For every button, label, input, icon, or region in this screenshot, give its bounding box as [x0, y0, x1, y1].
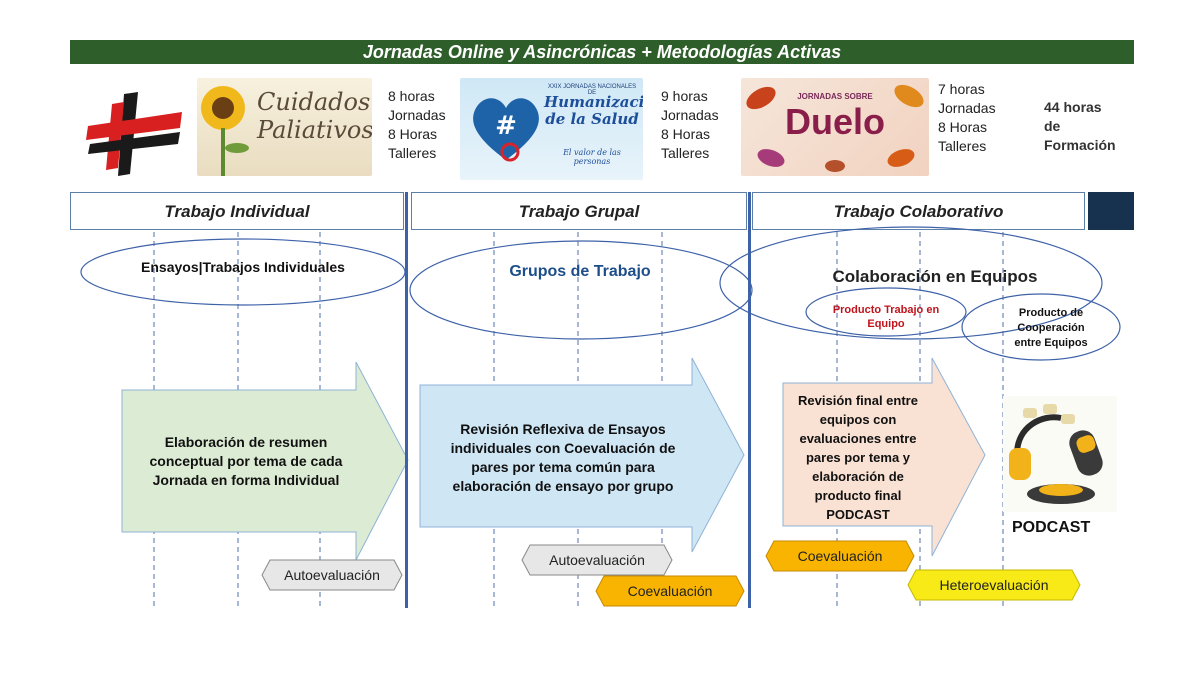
svg-text:#: #: [495, 111, 517, 141]
podcast-label: PODCAST: [1012, 519, 1091, 536]
column-header-individual: Trabajo Individual: [70, 192, 404, 230]
producto-equipo-label: Producto Trabajo en Equipo: [832, 304, 940, 330]
column-header-colaborativo: Trabajo Colaborativo: [752, 192, 1085, 230]
tag-autoevaluacion-1-text: Autoevaluación: [284, 567, 380, 583]
heart-logo-icon: #: [473, 98, 539, 162]
cuidados-paliativos-text: Cuidados Paliativos: [257, 88, 372, 144]
arrow-grupal-text: Revisión Reflexiva de Ensayos individual…: [450, 421, 676, 494]
tag-coevaluacion-1: [595, 575, 745, 607]
tag-heteroevaluacion: [907, 569, 1081, 601]
arrow-individual: [121, 361, 409, 561]
course-2-hours: 9 horas Jornadas 8 Horas Talleres: [661, 88, 719, 161]
duelo-title-text: Duelo: [784, 101, 885, 142]
sunflower-icon: [201, 86, 249, 176]
autumn-leaves-icon: [746, 84, 924, 172]
column-header-grupal: Trabajo Grupal: [411, 192, 747, 230]
arrow-grupal: [419, 357, 745, 553]
tag-autoevaluacion-2: [521, 544, 673, 576]
course-1-hours: 8 horas Jornadas 8 Horas Talleres: [388, 88, 446, 161]
podcast-image: [1003, 396, 1117, 512]
arrow-colaborativo-text: Revisión final entre equipos con evaluac…: [798, 393, 918, 522]
ellipse-colaborativo-label: Colaboración en Equipos: [832, 267, 1038, 286]
tag-coevaluacion-2-text: Coevaluación: [797, 548, 883, 564]
column-divider-2: [748, 192, 751, 608]
total-hours: 44 horas de Formación: [1044, 99, 1116, 153]
ellipse-producto-equipo: [805, 287, 967, 337]
column-divider-1: [405, 192, 408, 608]
duelo-top-text: JORNADAS SOBRE: [797, 92, 873, 101]
humanizacion-title-text: Humanización de la Salud: [544, 93, 643, 128]
duelo-image: JORNADAS SOBRE Duelo: [741, 78, 929, 176]
ellipse-grupal-label: Grupos de Trabajo: [509, 263, 651, 280]
tag-heteroevaluacion-text: Heteroevaluación: [939, 577, 1049, 593]
course-3-hours: 7 horas Jornadas 8 Horas Talleres: [938, 81, 996, 154]
arrow-individual-text: Elaboración de resumen conceptual por te…: [149, 434, 343, 488]
producto-cooperacion-label: Producto de Cooperación entre Equipos: [1014, 307, 1088, 349]
cross-logo-icon: [86, 92, 182, 176]
podcast-microphone-icon: [1009, 404, 1103, 504]
tag-autoevaluacion-1: [261, 559, 403, 591]
header-title: Jornadas Online y Asincrónicas + Metodol…: [70, 40, 1134, 64]
arrow-colaborativo: [782, 357, 986, 557]
cuidados-paliativos-image: Cuidados Paliativos: [197, 78, 372, 176]
ellipse-individual-label: Ensayos|Trabajos Individuales: [141, 259, 345, 275]
humanizacion-top-text: XXIX JORNADAS NACIONALES DE: [547, 84, 637, 96]
humanizacion-sub-text: El valor de las personas: [563, 148, 621, 166]
dark-accent-block: [1088, 192, 1134, 230]
ellipse-producto-cooperacion: [961, 293, 1121, 361]
tag-autoevaluacion-2-text: Autoevaluación: [549, 552, 645, 568]
ellipse-grupal: [409, 240, 753, 340]
tag-coevaluacion-1-text: Coevaluación: [627, 583, 713, 599]
humanizacion-salud-image: # XXIX JORNADAS NACIONALES DE Humanizaci…: [460, 78, 643, 180]
ellipse-colaborativo: [719, 226, 1103, 340]
tag-coevaluacion-2: [765, 540, 915, 572]
